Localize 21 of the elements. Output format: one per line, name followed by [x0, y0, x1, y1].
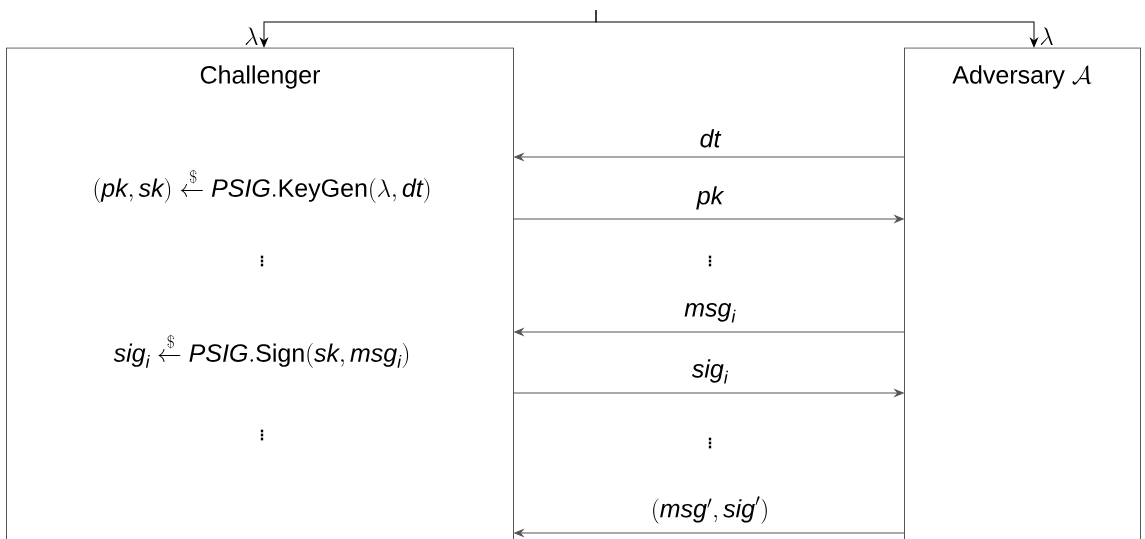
arrow: [514, 529, 905, 537]
formula: $(\textit{pk}, \textit{sk}) \xleftarrow{\$} \textit{PSIG}.\textsc{KeyGen}(\lambda, \textit{dt})$: [94, 169, 430, 203]
ellipsis: $\vdots$: [708, 255, 712, 267]
edge-label: $(\textit{msg}', \textit{sig}')$: [653, 496, 767, 524]
lambda-label: $\lambda$: [245, 27, 258, 45]
ellipsis: $\vdots$: [260, 255, 264, 267]
formula: $\textit{sig}_{\textit{i}} \xleftarrow{\$} \textit{PSIG}.\textsc{Sign}(\textit{sk}, \textit{msg}_{\textit{i}})$: [113, 334, 409, 368]
arrow: [513, 389, 904, 397]
edge-label: $\textit{dt}$: [700, 129, 722, 148]
ellipsis: $\vdots$: [260, 429, 264, 441]
box-title: Challenger: [200, 65, 320, 89]
ellipsis: $\vdots$: [708, 437, 712, 449]
box-title: $\text{Adversary }\mathcal{A}$: [952, 65, 1092, 89]
edge-label: $\textit{sig}_{\textit{i}}$: [691, 359, 729, 384]
edge-label: $\textit{msg}_{\textit{i}}$: [684, 303, 736, 323]
arrow: [514, 328, 905, 336]
arrow: [514, 153, 905, 161]
edge-label: $\textit{pk}$: [696, 186, 725, 210]
lambda-label: $\lambda$: [1040, 27, 1053, 45]
arrow: [595, 9, 1038, 48]
arrow: [513, 215, 904, 223]
